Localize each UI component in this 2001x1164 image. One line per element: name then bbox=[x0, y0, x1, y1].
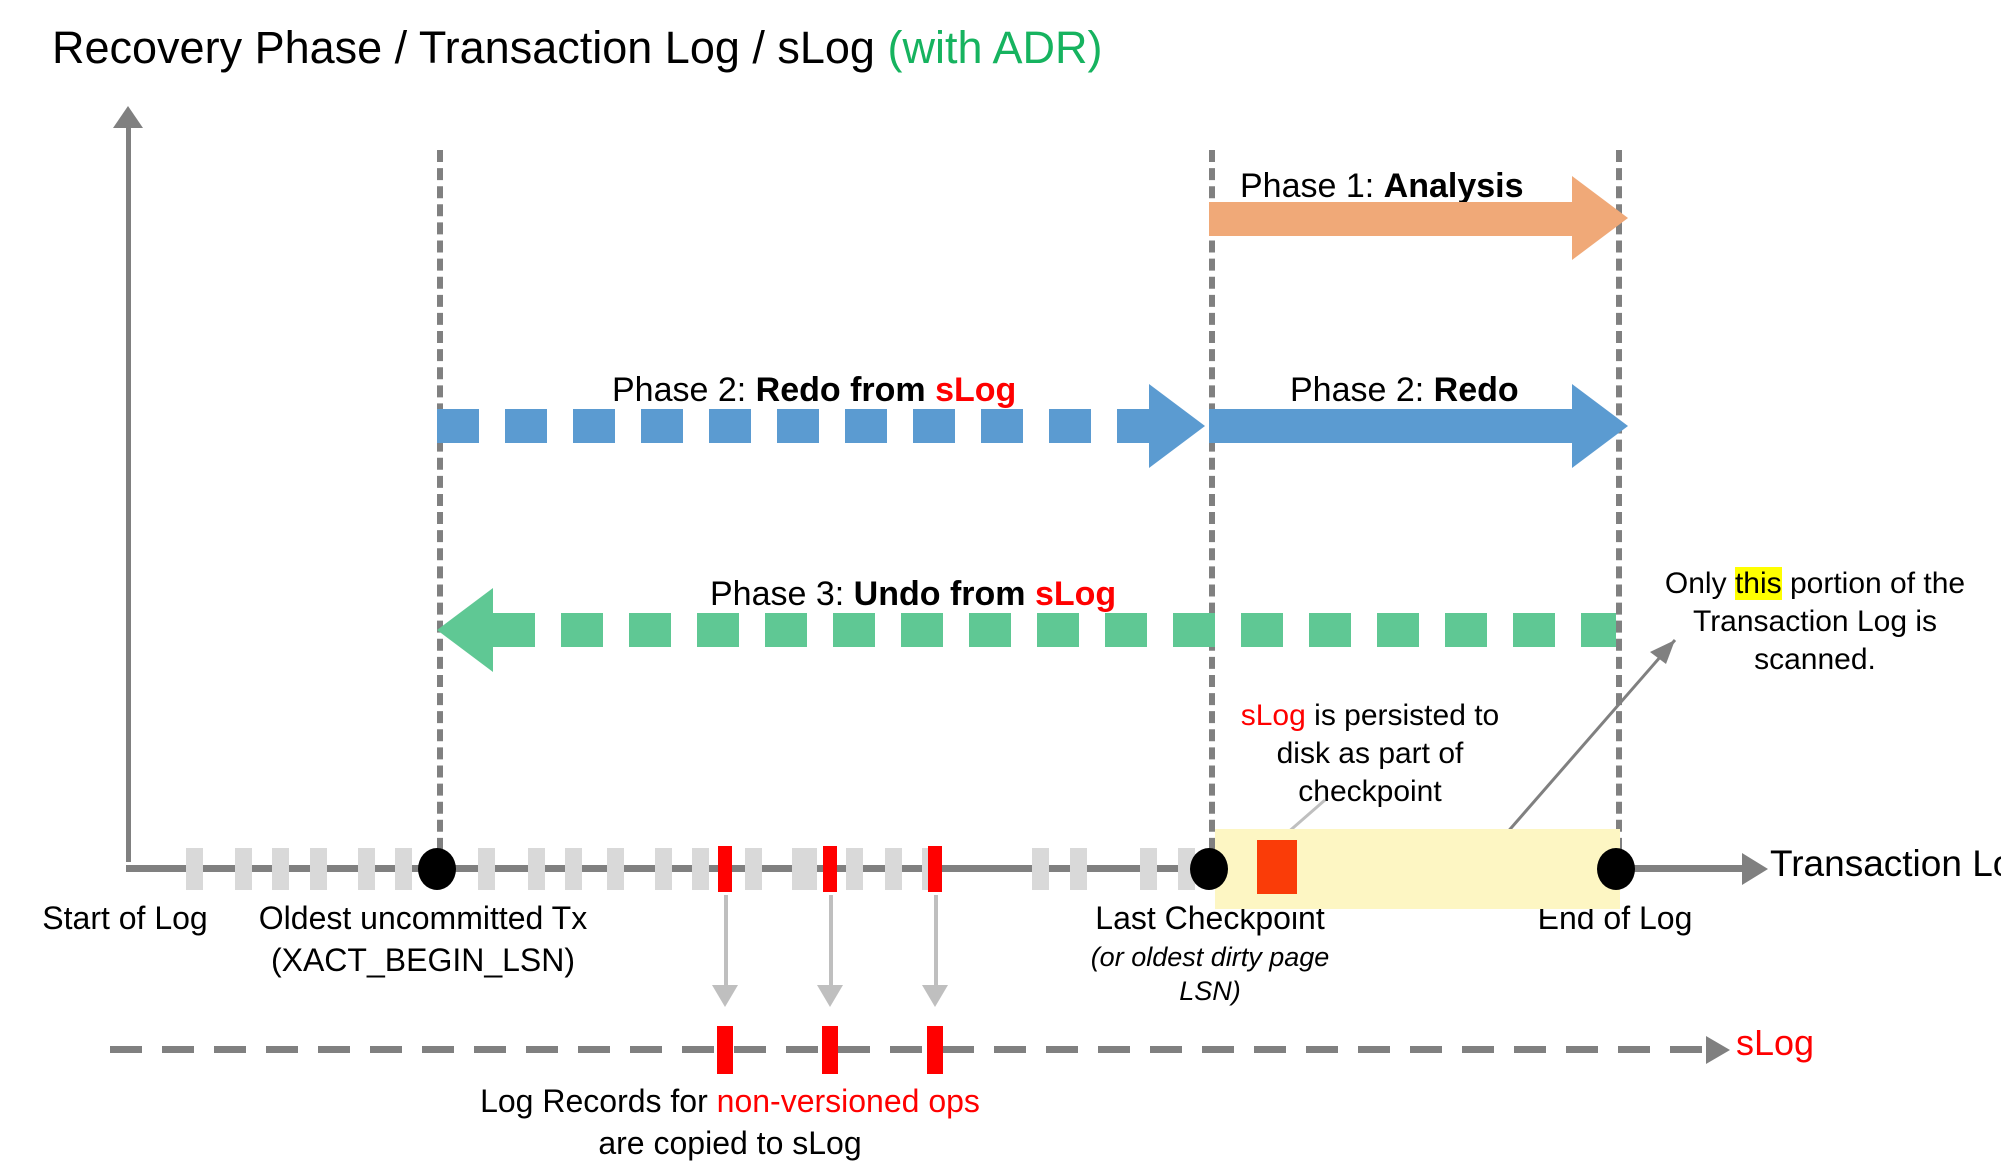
phase-2-slog-arrow bbox=[437, 409, 1149, 443]
callout-slog-persisted-line2: disk as part of bbox=[1276, 737, 1464, 770]
non-versioned-log-record-2 bbox=[823, 846, 837, 892]
guide-line-last-checkpoint bbox=[1209, 150, 1215, 868]
slog-arrowhead bbox=[1706, 1036, 1730, 1064]
label-last-checkpoint-sub: (or oldest dirty page LSN) bbox=[1090, 942, 1330, 1006]
phase-3-suffix: sLog bbox=[1034, 575, 1117, 613]
phase-2-name: Redo bbox=[1433, 371, 1519, 409]
phase-1-label: Phase 1: Analysis bbox=[1240, 167, 1524, 206]
page-title-main: Recovery Phase / Transaction Log / sLog bbox=[52, 22, 888, 73]
non-versioned-log-record-1 bbox=[718, 846, 732, 892]
callout-scanned-post: portion of the bbox=[1781, 567, 1966, 600]
point-last-checkpoint bbox=[1190, 848, 1228, 890]
slog-persisted-record-mark bbox=[1257, 840, 1297, 894]
callout-scanned-pre: Only bbox=[1664, 567, 1735, 600]
label-oldest-uncommitted-tx-sub: (XACT_BEGIN_LSN) bbox=[270, 942, 576, 978]
phase-3-label: Phase 3: Undo from sLog bbox=[710, 575, 1116, 614]
label-start-of-log: Start of Log bbox=[42, 900, 208, 936]
phase-2-slog-prefix: Phase 2: bbox=[612, 371, 756, 409]
callout-slog-persisted-accent: sLog bbox=[1240, 699, 1306, 732]
callout-scanned-line2: Transaction Log is scanned. bbox=[1692, 605, 1937, 676]
slog-axis-label: sLog bbox=[1736, 1022, 1815, 1063]
y-axis-arrowhead bbox=[113, 106, 143, 128]
phase-2-slog-name: Redo from bbox=[755, 371, 936, 409]
callout-slog-persisted-line1: is persisted to bbox=[1305, 699, 1500, 732]
phase-3-name: Undo from bbox=[853, 575, 1035, 613]
phase-2-slog-suffix: sLog bbox=[935, 371, 1017, 409]
slog-copy-note-pre: Log Records for bbox=[480, 1083, 717, 1119]
phase-3-prefix: Phase 3: bbox=[710, 575, 854, 613]
callout-scanned-leader-arrow bbox=[1503, 639, 1677, 836]
phase-2-slog-arrowhead bbox=[1149, 384, 1205, 468]
phase-1-name: Analysis bbox=[1383, 167, 1524, 205]
callout-scanned-highlight: this bbox=[1734, 567, 1782, 600]
slog-copy-note: Log Records for non-versioned ops are co… bbox=[420, 1080, 1040, 1164]
point-end-of-log bbox=[1597, 848, 1635, 890]
label-oldest-uncommitted-tx: Oldest uncommitted Tx bbox=[258, 900, 588, 936]
phase-2-prefix: Phase 2: bbox=[1290, 371, 1434, 409]
phase-1-prefix: Phase 1: bbox=[1240, 167, 1384, 205]
phase-3-arrowhead bbox=[437, 588, 493, 672]
slog-copy-note-accent: non-versioned ops bbox=[716, 1083, 980, 1119]
guide-line-end-of-log bbox=[1616, 150, 1622, 868]
slog-axis-line bbox=[110, 1046, 1710, 1053]
phase-2-label: Phase 2: Redo bbox=[1290, 371, 1519, 410]
guide-line-oldest-uncommitted-tx bbox=[437, 150, 443, 868]
phase-1-arrow bbox=[1209, 202, 1572, 236]
point-oldest-uncommitted-tx bbox=[418, 848, 456, 890]
callout-scanned-portion: Only this portion of the Transaction Log… bbox=[1630, 565, 2000, 679]
transaction-log-arrowhead bbox=[1742, 853, 1768, 885]
page-title-accent: (with ADR) bbox=[887, 22, 1103, 73]
slog-record-3 bbox=[927, 1026, 943, 1074]
y-axis-line bbox=[126, 122, 131, 862]
non-versioned-log-record-3 bbox=[928, 846, 942, 892]
slog-record-2 bbox=[822, 1026, 838, 1074]
slog-record-1 bbox=[717, 1026, 733, 1074]
page-title: Recovery Phase / Transaction Log / sLog … bbox=[52, 20, 1103, 75]
callout-slog-persisted: sLog is persisted to disk as part of che… bbox=[1225, 697, 1515, 811]
phase-2-arrowhead bbox=[1572, 384, 1628, 468]
phase-2-slog-label: Phase 2: Redo from sLog bbox=[612, 371, 1016, 410]
phase-1-arrowhead bbox=[1572, 176, 1628, 260]
phase-3-arrow bbox=[493, 613, 1616, 647]
slog-copy-note-line2: are copied to sLog bbox=[598, 1125, 862, 1161]
phase-2-arrow bbox=[1209, 409, 1572, 443]
transaction-log-axis-label: Transaction Log bbox=[1770, 843, 2001, 884]
